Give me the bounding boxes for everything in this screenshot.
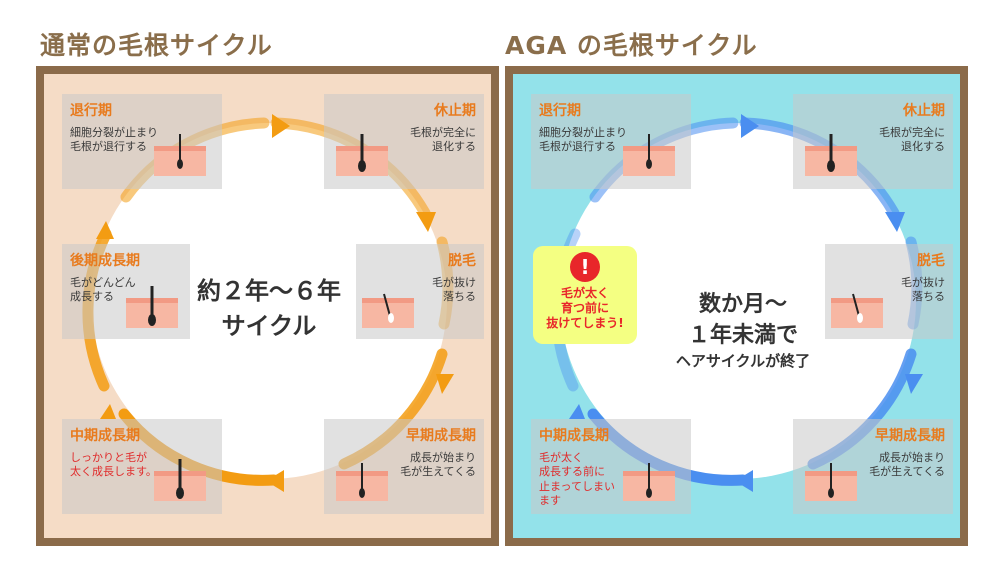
- normal-arrowheads: [96, 114, 454, 492]
- phase-name: 後期成長期: [70, 253, 140, 269]
- arrowhead: [96, 221, 114, 239]
- hair-follicle-icon: [126, 286, 178, 328]
- phase-desc: 毛が太く 成長する前に 止まってしまい ます: [539, 451, 616, 507]
- hair-follicle-icon: [336, 134, 388, 176]
- phase-name: 休止期: [903, 103, 945, 119]
- normal-cycle-panel: 退行期 細胞分裂が止まり 毛根が退行する 休止期 毛根が完全に 退化する 脱毛 …: [36, 66, 499, 546]
- aga-cycle-title: AGA の毛根サイクル: [505, 31, 758, 60]
- phase-desc: 成長が始まり 毛が生えてくる: [400, 451, 476, 479]
- hair-follicle-icon: [336, 463, 388, 501]
- phase-name: 早期成長期: [875, 428, 945, 444]
- warning-message: 毛が太く 育つ前に 抜けてしまう!: [546, 286, 624, 330]
- arrowhead: [266, 470, 284, 492]
- aga-cycle-circle: [560, 123, 916, 479]
- hair-follicle-icon: [154, 134, 206, 176]
- phase-name: 中期成長期: [539, 428, 609, 444]
- arrowhead: [416, 212, 436, 232]
- early-loss-warning: ! 毛が太く 育つ前に 抜けてしまう!: [533, 246, 637, 344]
- phase-desc: しっかりと毛が 太く成長します。: [70, 451, 157, 479]
- arrowhead: [735, 470, 753, 492]
- phase-card-middle-growth: 中期成長期 毛が太く 成長する前に 止まってしまい ます: [531, 419, 691, 514]
- cycle-duration-label: 約２年～６年 サイクル: [197, 277, 341, 340]
- hair-follicle-icon: [623, 134, 675, 176]
- arrowhead: [569, 404, 585, 419]
- cycle-duration-label: 数か月～ １年未満で ヘアサイクルが終了: [643, 259, 843, 403]
- phase-desc: 細胞分裂が止まり 毛根が退行する: [539, 126, 627, 154]
- normal-cycle-circle: [91, 123, 447, 479]
- hair-follicle-icon: [362, 293, 414, 328]
- hair-follicle-icon: [831, 293, 883, 328]
- arrowhead: [100, 404, 116, 419]
- aga-arrowheads: [569, 114, 923, 492]
- aga-cycle-panel: 退行期 細胞分裂が止まり 毛根が退行する 休止期 毛根が完全に 退化する 脱毛 …: [505, 66, 968, 546]
- exclamation-icon: !: [570, 252, 600, 282]
- hair-follicle-icon: [805, 463, 857, 501]
- arrowhead: [905, 374, 923, 394]
- phase-desc: 毛が抜け 落ちる: [901, 276, 945, 304]
- cycle-duration-main: 数か月～ １年未満で: [687, 291, 798, 348]
- phase-desc: 細胞分裂が止まり 毛根が退行する: [70, 126, 158, 154]
- arrowhead: [741, 114, 759, 138]
- phase-name: 退行期: [70, 103, 112, 119]
- arrowhead: [885, 212, 905, 232]
- phase-name: 早期成長期: [406, 428, 476, 444]
- hair-follicle-icon: [805, 134, 857, 176]
- normal-cycle-title: 通常の毛根サイクル: [40, 31, 273, 60]
- phase-name: 休止期: [434, 103, 476, 119]
- arrowhead: [272, 114, 290, 138]
- arrowhead: [436, 374, 454, 394]
- phase-desc: 毛根が完全に 退化する: [410, 126, 476, 154]
- phase-desc: 毛がどんどん 成長する: [70, 276, 136, 304]
- hair-follicle-icon: [623, 463, 675, 501]
- phase-name: 脱毛: [917, 253, 945, 269]
- phase-name: 退行期: [539, 103, 581, 119]
- hair-follicle-icon: [154, 459, 206, 501]
- phase-desc: 成長が始まり 毛が生えてくる: [869, 451, 945, 479]
- cycle-duration-sub: ヘアサイクルが終了: [675, 352, 811, 371]
- phase-desc: 毛根が完全に 退化する: [879, 126, 945, 154]
- phase-card-middle-growth: 中期成長期 しっかりと毛が 太く成長します。: [62, 419, 222, 514]
- phase-name: 脱毛: [448, 253, 476, 269]
- phase-desc: 毛が抜け 落ちる: [432, 276, 476, 304]
- phase-name: 中期成長期: [70, 428, 140, 444]
